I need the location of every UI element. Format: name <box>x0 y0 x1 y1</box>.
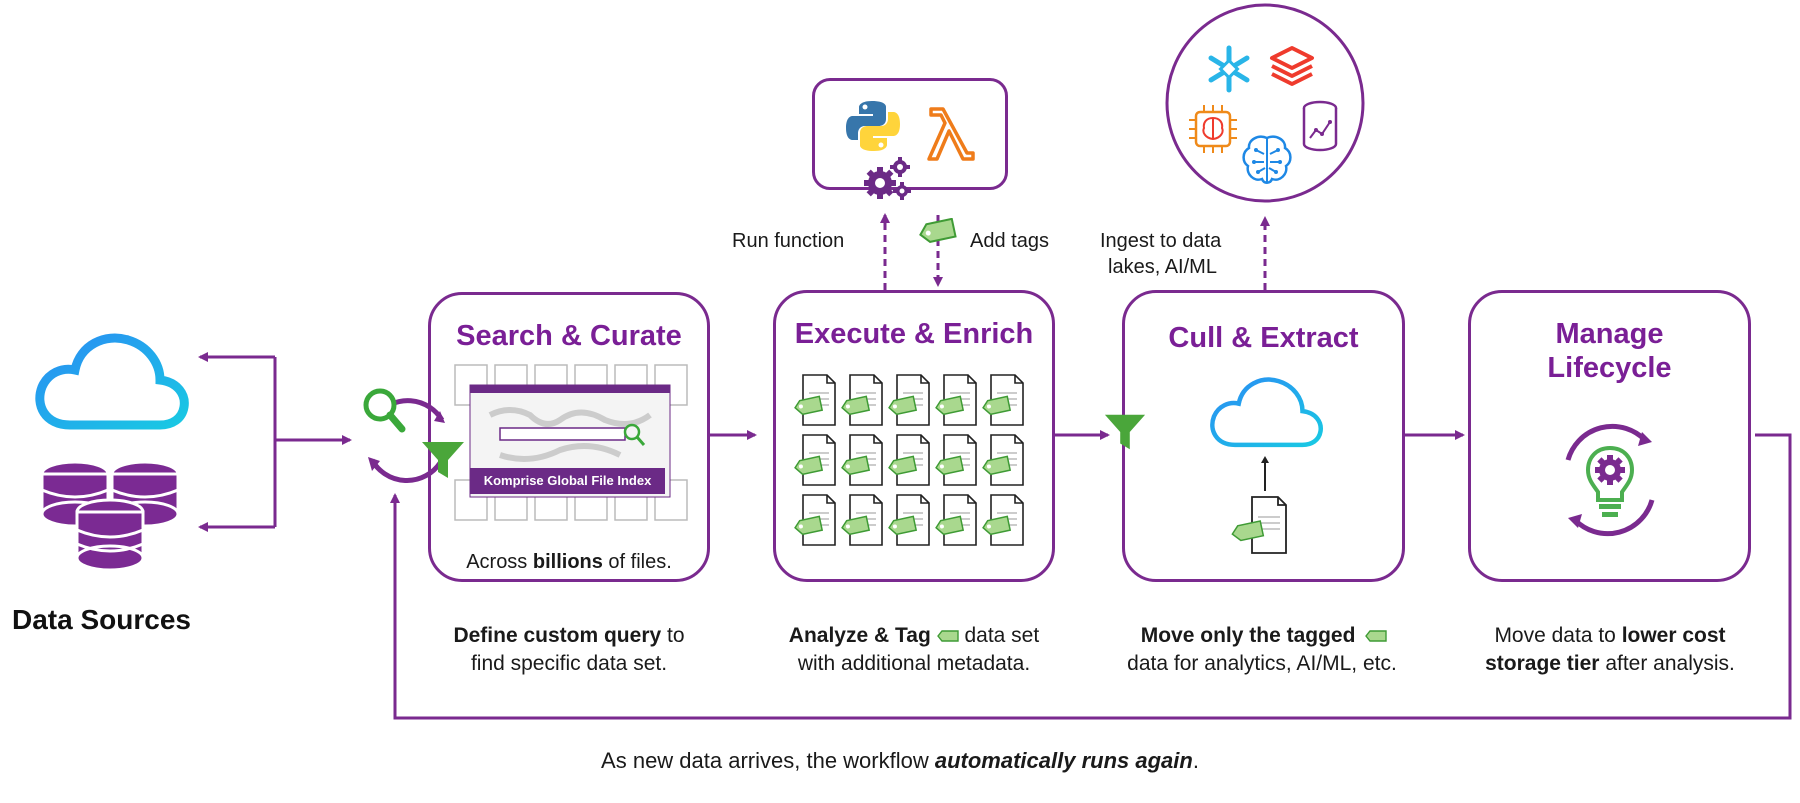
databricks-icon <box>1270 46 1314 86</box>
caption-execute-bold: Analyze & Tag <box>788 624 931 647</box>
inner-text-suffix: of files. <box>602 551 672 573</box>
caption-search: Define custom query to find specific dat… <box>418 622 720 678</box>
ingest-label-line1: Ingest to data <box>1100 230 1222 252</box>
cull-extract-title: Cull & Extract <box>1168 322 1359 354</box>
footer-note: As new data arrives, the workflow automa… <box>0 748 1800 774</box>
filter-icon-cull <box>1104 414 1146 450</box>
snowflake-icon <box>1208 45 1250 93</box>
database-icon <box>40 460 180 572</box>
footer-emphasis: automatically runs again <box>934 748 1193 773</box>
python-icon <box>846 101 900 151</box>
search-cycle-icon <box>363 388 445 483</box>
manage-title-line1: Manage <box>1555 318 1664 350</box>
database-chart-icon <box>1302 100 1338 152</box>
lightbulb-gear-icon <box>1565 423 1655 537</box>
search-curate-inner-text: Across billions of files. <box>430 548 708 576</box>
loop-back-line <box>390 433 1792 720</box>
caption-execute: Analyze & Tag data set with additional m… <box>758 622 1070 678</box>
cloud-icon-cull <box>1210 377 1323 448</box>
caption-cull-bold: Move only the tagged <box>1140 624 1356 647</box>
search-curate-title: Search & Curate <box>456 320 682 352</box>
caption-execute-line2: with additional metadata. <box>797 652 1031 675</box>
ai-ml-circle <box>1165 3 1365 203</box>
caption-cull-line2: data for analytics, AI/ML, etc. <box>1127 652 1397 675</box>
caption-manage-bold2: storage tier <box>1485 652 1600 675</box>
caption-manage-bold: lower cost <box>1621 624 1726 647</box>
caption-cull: Move only the tagged data for analytics,… <box>1092 622 1432 678</box>
functions-box <box>812 78 1008 190</box>
manage-title-line2: Lifecycle <box>1547 352 1672 384</box>
file-icon <box>1231 496 1287 554</box>
caption-manage: Move data to lower cost storage tier aft… <box>1452 622 1768 678</box>
caption-manage-line2: after analysis. <box>1599 652 1735 675</box>
footer-suffix: . <box>1192 748 1199 773</box>
cloud-icon <box>35 333 189 430</box>
caption-search-line2: find specific data set. <box>470 652 668 675</box>
lambda-icon <box>927 107 975 161</box>
inner-text-bold: billions <box>532 551 603 573</box>
tag-icon <box>936 630 959 643</box>
add-tags-label: Add tags <box>970 230 1049 252</box>
execute-enrich-title: Execute & Enrich <box>794 318 1034 350</box>
filter-icon <box>422 442 464 478</box>
run-function-label: Run function <box>732 230 845 252</box>
inner-text-prefix: Across <box>466 551 533 573</box>
caption-execute-rest: data set <box>958 624 1040 647</box>
caption-manage-pre: Move data to <box>1494 624 1622 647</box>
caption-search-rest: to <box>661 624 685 647</box>
caption-search-bold: Define custom query <box>453 624 662 647</box>
brain-icon <box>1242 135 1292 184</box>
data-sources-title: Data Sources <box>12 604 191 635</box>
file-index-grid <box>454 364 688 521</box>
tagged-files-grid <box>793 374 1024 546</box>
footer-prefix: As new data arrives, the workflow <box>601 748 935 773</box>
ai-chip-icon <box>1189 105 1237 153</box>
index-banner: Komprise Global File Index <box>470 468 665 494</box>
gears-icon <box>864 157 911 200</box>
tag-icon <box>1365 630 1387 643</box>
ingest-label-line2: lakes, AI/ML <box>1108 256 1217 278</box>
upload-arrow <box>1261 456 1269 491</box>
tag-icon <box>919 218 957 243</box>
